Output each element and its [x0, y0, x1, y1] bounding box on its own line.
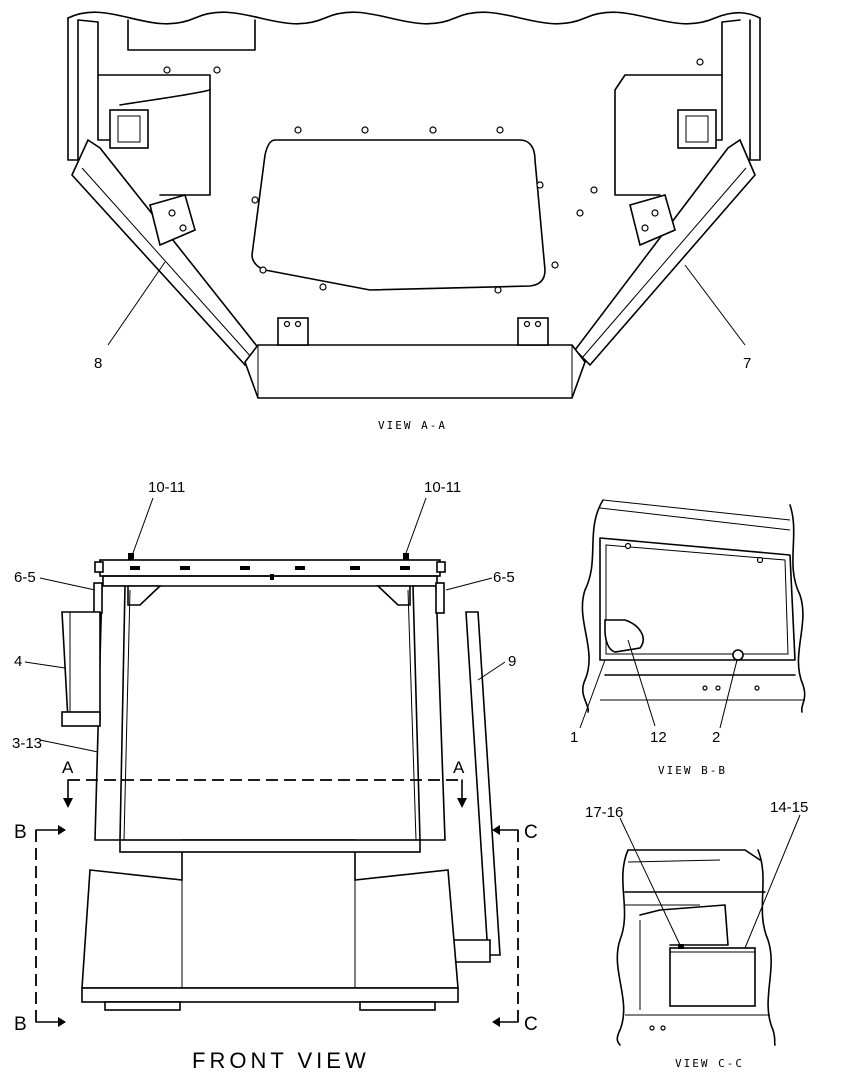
- tray-tab-right: [517, 317, 549, 346]
- view-aa: 8 7 VIEW A-A: [67, 11, 761, 432]
- right-side-panel: [465, 611, 501, 956]
- bottom-tray: [244, 344, 586, 399]
- view-bb: 1 12 2 VIEW B-B: [570, 499, 806, 777]
- section-b-bottom: B: [14, 1014, 27, 1035]
- left-side-panel: [61, 611, 101, 721]
- callout-1: 1: [570, 729, 578, 746]
- callout-10-11-left: 10-11: [148, 479, 185, 496]
- front-view: 10-11 10-11 6-5 6-5 4 9 3-13 A A B B C C…: [12, 479, 538, 1073]
- callout-8: 8: [94, 355, 102, 372]
- right-upright: [749, 17, 761, 161]
- view-cc-break-left: [616, 849, 629, 1046]
- view-bb-cutout: [604, 619, 644, 653]
- view-bb-break-left: [581, 499, 604, 713]
- callout-2: 2: [712, 729, 720, 746]
- callout-3-13: 3-13: [12, 735, 42, 752]
- view-cc-break-right: [757, 849, 776, 1046]
- left-diagonal-arm: [71, 138, 262, 367]
- view-aa-break-line: [67, 11, 761, 25]
- section-b-top: B: [14, 822, 27, 843]
- view-bb-caption: VIEW B-B: [658, 764, 727, 777]
- callout-17-16: 17-16: [585, 804, 623, 821]
- section-c-top: C: [524, 822, 538, 843]
- view-bb-break-right: [789, 504, 806, 713]
- callout-4: 4: [14, 653, 22, 670]
- callout-12: 12: [650, 729, 667, 746]
- view-cc: 17-16 14-15 VIEW C-C: [585, 799, 808, 1070]
- callout-9: 9: [508, 653, 516, 670]
- left-upright: [67, 17, 79, 161]
- front-view-caption: FRONT VIEW: [192, 1048, 370, 1073]
- window-opening: [251, 139, 546, 291]
- section-c-bottom: C: [524, 1014, 538, 1035]
- right-post: [412, 585, 446, 841]
- callout-7: 7: [743, 355, 751, 372]
- base-rail: [81, 987, 459, 1003]
- roof-beam: [99, 559, 441, 577]
- view-bb-panel: [599, 537, 796, 661]
- callout-6-5-right: 6-5: [493, 569, 515, 586]
- section-a-right: A: [453, 758, 465, 777]
- callout-6-5-left: 6-5: [14, 569, 36, 586]
- view-cc-box: [669, 947, 756, 1007]
- view-aa-caption: VIEW A-A: [378, 419, 447, 432]
- right-diagonal-arm: [573, 138, 756, 367]
- section-a-left: A: [62, 758, 74, 777]
- callout-10-11-right: 10-11: [424, 479, 461, 496]
- tray-tab-left: [277, 317, 309, 346]
- view-cc-caption: VIEW C-C: [675, 1057, 744, 1070]
- lower-body: [81, 839, 459, 989]
- callout-14-15: 14-15: [770, 799, 808, 816]
